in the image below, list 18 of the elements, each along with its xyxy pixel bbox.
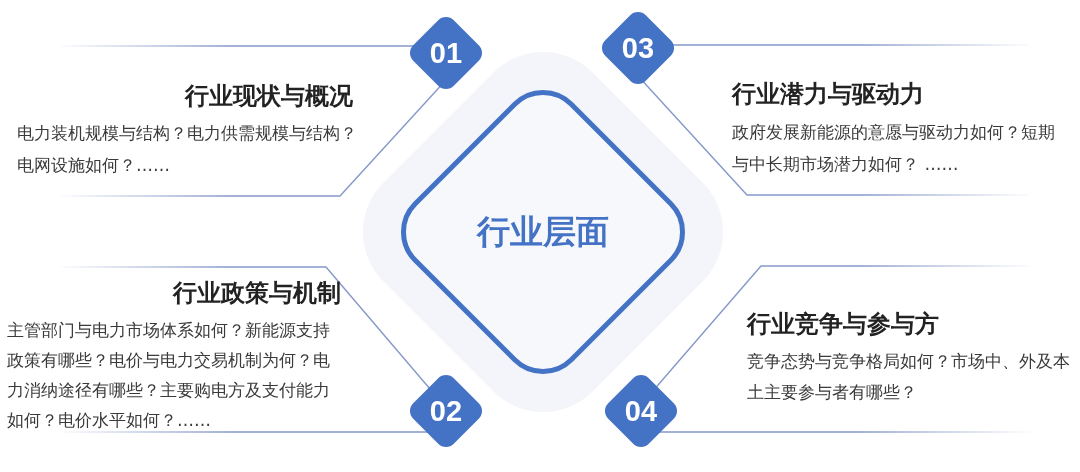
topic-description: 主管部门与电力市场体系如何？新能源支持政策有哪些？电价与电力交易机制为何？电力消纳途径有哪些？主要购电方及支付能力如何？电价水平如何？…… [7, 319, 331, 432]
badge-number: 02 [429, 395, 463, 427]
center-diamond [401, 90, 685, 374]
number-badge [410, 17, 482, 89]
badge-number: 03 [621, 32, 655, 64]
number-badge [605, 375, 677, 447]
number-badge [602, 12, 674, 84]
topic-description: 电力装机规模与结构？电力供需规模与结构？电网设施如何？…… [17, 122, 358, 177]
topic-heading: 行业现状与概况 [185, 82, 353, 110]
topic-heading: 行业潜力与驱动力 [732, 80, 924, 108]
center-title: 行业层面 [477, 213, 609, 251]
badge-number: 01 [429, 37, 463, 69]
number-badge [410, 375, 482, 447]
topic-heading: 行业政策与机制 [173, 279, 341, 307]
topic-heading: 行业竞争与参与方 [747, 310, 939, 338]
badge-number: 04 [624, 395, 658, 427]
topic-description: 竞争态势与竞争格局如何？市场中、外及本土主要参与者有哪些？ [747, 350, 1071, 404]
topic-description: 政府发展新能源的意愿与驱动力如何？短期与中长期市场潜力如何？ …… [732, 121, 1056, 176]
